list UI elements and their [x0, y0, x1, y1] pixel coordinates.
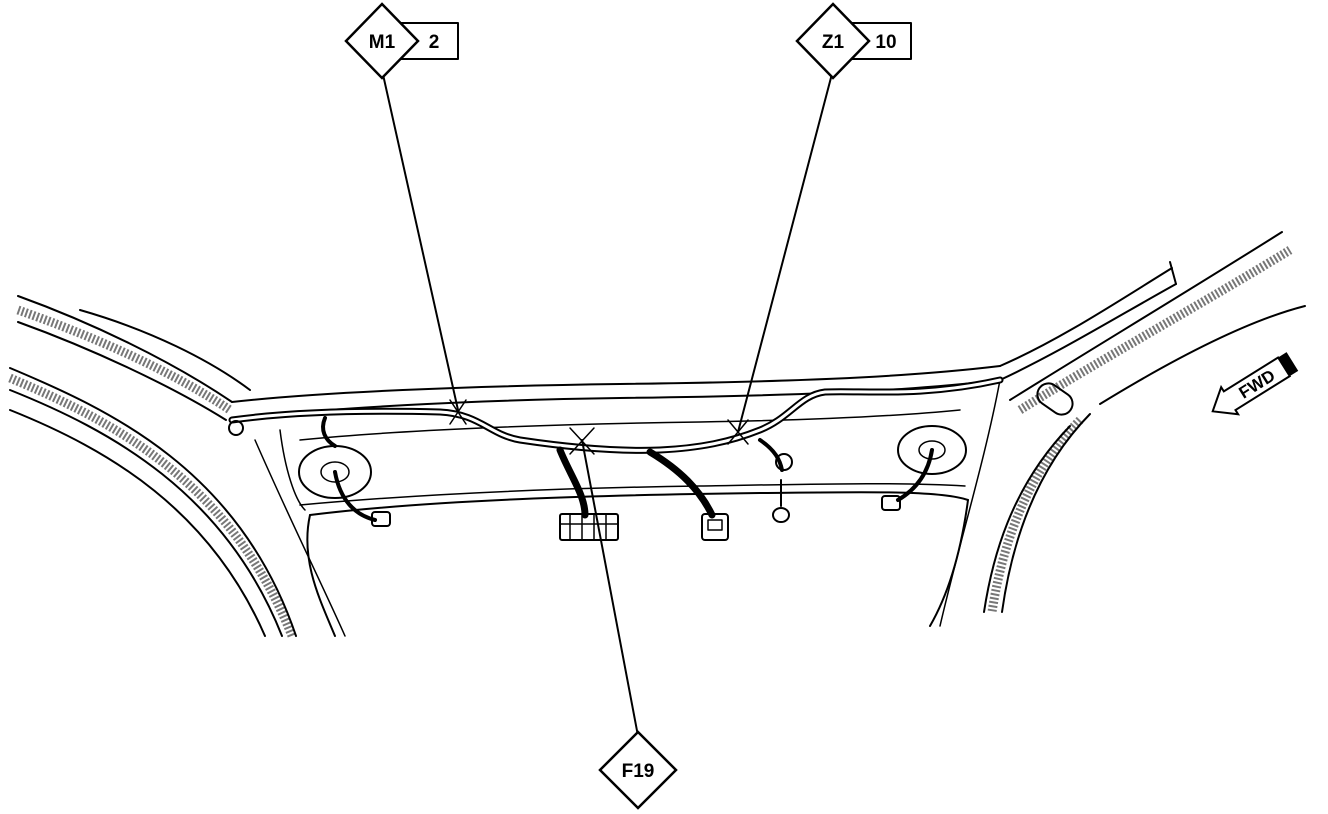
callout-z1: Z1 10 — [795, 2, 912, 80]
callout-m1-value: 2 — [429, 32, 440, 53]
callout-leaders — [381, 69, 834, 737]
callout-z1-value: 10 — [875, 32, 896, 53]
retainer-screw — [772, 453, 793, 523]
side-connector — [701, 513, 729, 541]
right-roof-rail — [999, 231, 1293, 414]
callout-f19-label: F19 — [622, 761, 655, 782]
right-door-opening — [939, 305, 1306, 627]
callout-m1: M1 2 — [344, 2, 459, 80]
callout-z1-label: Z1 — [822, 32, 845, 53]
left-lamp-mount — [298, 445, 391, 527]
callout-m1-label: M1 — [369, 32, 396, 53]
fwd-arrow-icon: FWD — [1211, 352, 1299, 416]
wire-harness — [228, 376, 1004, 519]
left-door-opening — [8, 367, 346, 638]
right-lamp-mount — [881, 425, 967, 511]
center-connector — [559, 513, 619, 541]
callout-f19: F19 — [598, 730, 678, 810]
left-roof-rail — [16, 295, 251, 421]
